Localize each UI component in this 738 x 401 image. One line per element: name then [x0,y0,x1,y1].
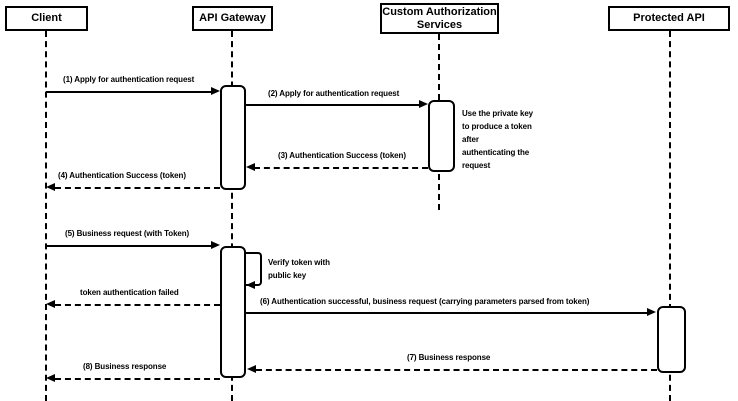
self-message-verify-token-arrowhead [246,281,255,289]
actor-protected-api-label: Protected API [633,12,705,24]
message-6-arrowhead [647,308,656,316]
lifeline-protected-api [669,31,671,401]
activation-protected-api [657,306,686,373]
actor-protected-api: Protected API [608,6,730,31]
message-3-arrowhead [246,163,255,171]
message-7-label: (7) Business response [407,353,491,362]
activation-api-gateway-auth [220,85,246,190]
message-1-line [46,91,212,93]
lifeline-api-gateway [231,31,233,401]
message-5-label: (5) Business request (with Token) [65,229,190,238]
actor-api-gateway: API Gateway [192,6,273,31]
actor-custom-authorization-services: Custom Authorization Services [380,3,499,34]
message-token-failed-arrowhead [46,300,55,308]
message-2-arrowhead [419,100,428,108]
message-token-failed-label: token authentication failed [80,288,179,297]
message-6-label: (6) Authentication successful, business … [260,297,590,306]
message-4-arrowhead [46,183,55,191]
message-7-line [256,369,657,371]
message-6-line [246,312,648,314]
message-2-line [246,104,420,106]
message-2-label: (2) Apply for authentication request [268,89,400,98]
message-3-line [254,167,428,169]
actor-client: Client [5,6,88,31]
actor-api-gateway-label: API Gateway [199,12,266,24]
activation-custom-auth [428,100,455,172]
message-8-line [55,378,220,380]
actor-client-label: Client [31,12,62,24]
message-token-failed-line [55,304,220,306]
self-message-verify-token-label: Verify token with public key [268,258,330,280]
message-8-label: (8) Business response [83,362,167,371]
message-5-arrowhead [211,241,220,249]
message-4-line [55,187,220,189]
message-3-label: (3) Authentication Success (token) [278,151,406,160]
activation-api-gateway-business [220,246,246,378]
message-5-line [46,245,212,247]
message-7-arrowhead [247,365,256,373]
message-1-arrowhead [211,87,220,95]
message-4-label: (4) Authentication Success (token) [58,171,186,180]
message-1-label: (1) Apply for authentication request [63,75,195,84]
actor-custom-authorization-services-label: Custom Authorization Services [382,5,497,31]
message-8-arrowhead [46,374,55,382]
lifeline-client [45,31,47,401]
note-private-key: Use the private key to produce a token a… [462,109,534,170]
